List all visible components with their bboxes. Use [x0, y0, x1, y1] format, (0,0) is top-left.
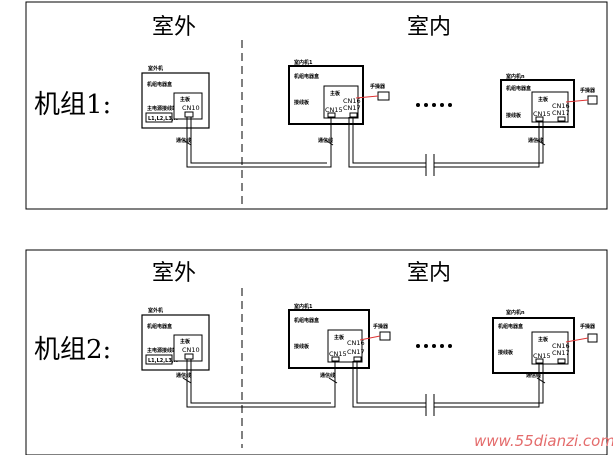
unit-1-indoor-1-terminal-label: 接线板	[293, 99, 310, 106]
unit-1-frame	[25, 1, 608, 210]
unit-1-indoor-n-box-label: 机组电器盒	[505, 85, 532, 92]
unit-2-outdoor-wire-label: 通信线	[176, 372, 191, 379]
unit-1-heading-indoor: 室内	[407, 15, 451, 40]
unit-2-outdoor-title: 室外机	[148, 307, 163, 314]
unit-2-indoor-1-controller-wire	[359, 335, 381, 341]
unit-1-indoor-1-cn16: CN16	[343, 97, 361, 105]
unit-1-heading-outdoor: 室外	[152, 15, 196, 40]
unit-2-indoor-1-cn15-socket	[331, 356, 340, 362]
unit-2-outdoor-main-label: 主板	[180, 338, 191, 345]
unit-2-ellipsis	[416, 344, 452, 348]
unit-1-indoor-n-terminal-label: 接线板	[505, 112, 522, 119]
unit-1-indoor-n-title: 室内机n	[506, 73, 525, 80]
unit-2-comm-wires	[182, 359, 546, 416]
unit-1-indoor-1-controller-wire	[355, 95, 379, 99]
unit-1-outdoor-title: 室外机	[148, 65, 163, 72]
unit-1-indoor-n-cn17: CN17	[552, 109, 570, 117]
unit-2-indoor-n-controller-label: 手操器	[580, 323, 596, 330]
unit-2-outdoor-left-label: 主电源接线端	[147, 347, 177, 354]
unit-2-indoor-1-box-label: 机组电器盒	[293, 317, 320, 324]
unit-1-indoor-1-title: 室内机1	[294, 59, 313, 66]
unit-2-panel: 室外 室内 机组2: 室外机 机组电器盒 主电源接线端 L1,L2,L3,N 主…	[25, 249, 608, 455]
unit-2-indoor-n-controller	[587, 333, 598, 343]
unit-1-indoor-1-main-label: 主板	[330, 90, 341, 97]
unit-2-indoor-n-cn15-socket	[535, 358, 544, 364]
unit-1-indoor-n: 室内机n 机组电器盒 接线板 主板 CN16 CN15 CN17 手操器 通信线	[500, 73, 598, 144]
unit-1-indoor-n-controller	[587, 95, 598, 105]
unit-1-indoor-n-cn15-socket	[535, 116, 544, 122]
unit-2-group-label: 机组2:	[34, 335, 111, 365]
unit-2-outdoor-terminal-text: L1,L2,L3,N	[148, 358, 178, 364]
unit-2-indoor-n-cn17-socket	[557, 358, 566, 364]
unit-1-outdoor-left-label: 主电源接线端	[147, 105, 177, 112]
unit-2-outdoor-box-label: 机组电器盒	[146, 323, 173, 330]
unit-2-heading-outdoor: 室外	[152, 261, 196, 286]
unit-1-outdoor-terminal	[145, 112, 173, 123]
unit-1-outdoor-terminal-text: L1,L2,L3,N	[148, 116, 178, 122]
unit-2-indoor-1-cn15: CN15	[329, 350, 347, 358]
unit-2-indoor-n-terminal-label: 接线板	[497, 349, 514, 356]
unit-2-indoor-n-controller-wire	[565, 337, 589, 343]
unit-2-indoor-1-controller	[379, 331, 391, 341]
unit-2-indoor-n-cn15: CN15	[533, 352, 551, 360]
unit-1-outdoor-cn10-socket	[184, 111, 194, 118]
unit-2-frame	[25, 249, 608, 455]
unit-2-indoor-1-cn17: CN17	[347, 348, 365, 356]
unit-1-group-label: 机组1:	[34, 90, 111, 120]
unit-2-indoor-1-title: 室内机1	[294, 303, 313, 310]
unit-1-indoor-n-cn16: CN16	[552, 102, 570, 110]
unit-1-indoor-1-cn17-socket	[349, 112, 358, 118]
unit-1-indoor-n-controller-label: 手操器	[580, 87, 596, 94]
unit-2-outdoor-cn10-socket	[184, 353, 194, 360]
unit-2-indoor-1-wire-label: 通信线	[320, 372, 335, 379]
unit-2-indoor-1-cn17-socket	[353, 356, 362, 362]
unit-1-indoor-n-wire-label: 通信线	[528, 137, 543, 144]
watermark: www.55dianzi.com	[474, 432, 613, 450]
unit-2-indoor-n: 室内机n 机组电器盒 接线板 主板 CN16 CN15 CN17 手操器 通信线	[492, 309, 598, 379]
unit-1-indoor-1-cn15-socket	[327, 112, 336, 118]
unit-1-panel: 室外 室内 机组1: 室外机 机组电器盒 主电源接线端 L1,L2,L3,N 主…	[25, 1, 608, 210]
unit-1-indoor-1-cn15: CN15	[325, 106, 343, 114]
unit-2-indoor-n-main-label: 主板	[538, 336, 549, 343]
unit-1-indoor-n-cn15: CN15	[533, 110, 551, 118]
unit-2-indoor-n-box-label: 机组电器盒	[497, 323, 524, 330]
unit-2-indoor-1: 室内机1 机组电器盒 接线板 主板 CN16 CN15 CN17 手操器 通信线	[288, 303, 391, 379]
unit-1-ellipsis	[416, 103, 452, 107]
unit-1-outdoor-box-label: 机组电器盒	[146, 81, 173, 88]
unit-2-heading-indoor: 室内	[407, 261, 451, 286]
unit-2-indoor-n-title: 室内机n	[506, 309, 525, 316]
unit-2-indoor-1-terminal-label: 接线板	[293, 343, 310, 350]
unit-2-outdoor-cn10: CN10	[182, 346, 200, 354]
unit-1-indoor-1-box-label: 机组电器盒	[293, 73, 320, 80]
unit-1-outdoor-cn10: CN10	[182, 104, 200, 112]
unit-2-indoor-n-cn16: CN16	[552, 342, 570, 350]
unit-2-outdoor-terminal	[145, 354, 173, 365]
unit-1-indoor-n-controller-wire	[565, 99, 589, 103]
unit-1-comm-wires	[182, 117, 546, 176]
unit-1-indoor-1: 室内机1 机组电器盒 接线板 主板 CN16 CN15 CN17 手操器 通信线	[288, 59, 390, 144]
unit-2-indoor-n-cn17: CN17	[552, 349, 570, 357]
unit-1-outdoor: 室外机 机组电器盒 主电源接线端 L1,L2,L3,N 主板 CN10 通信线	[141, 65, 210, 144]
unit-2-indoor-1-controller-label: 手操器	[373, 323, 389, 330]
unit-1-indoor-1-controller-label: 手操器	[370, 83, 386, 90]
unit-1-indoor-n-main-label: 主板	[538, 96, 549, 103]
unit-2-indoor-n-wire-label: 通信线	[526, 372, 541, 379]
unit-1-indoor-1-cn17: CN17	[343, 104, 361, 112]
unit-1-indoor-1-controller	[377, 91, 390, 101]
unit-1-outdoor-main-label: 主板	[180, 96, 191, 103]
unit-2-indoor-1-main-label: 主板	[334, 334, 345, 341]
unit-1-indoor-n-cn17-socket	[557, 116, 566, 122]
unit-2-indoor-1-cn16: CN16	[347, 339, 365, 347]
unit-2-outdoor: 室外机 机组电器盒 主电源接线端 L1,L2,L3,N 主板 CN10 通信线	[141, 307, 210, 379]
